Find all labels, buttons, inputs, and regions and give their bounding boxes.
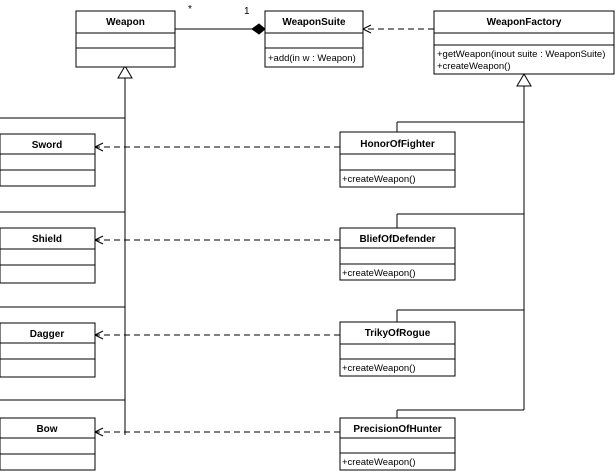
class-honor-of-fighter-op: +createWeapon() [342,174,416,185]
class-shield-name: Shield [32,234,62,245]
class-weapon-factory-op-2: +createWeapon() [437,61,511,72]
class-sword-name: Sword [32,140,63,151]
composition-diamond [251,23,266,35]
class-honor-of-fighter-name: HonorOfFighter [360,139,435,150]
class-precision-of-hunter[interactable]: PrecisionOfHunter +createWeapon() [339,417,456,471]
inheritance-triangle-factory [516,73,532,87]
inheritance-triangle-weapon [117,65,133,79]
class-weapon-suite-op: +add(in w : Weapon) [268,53,356,64]
class-weapon-factory-name: WeaponFactory [487,17,562,28]
class-blief-of-defender-name: BliefOfDefender [359,234,435,245]
class-dagger-name: Dagger [30,329,65,340]
class-weapon-name: Weapon [106,17,145,28]
class-honor-of-fighter[interactable]: HonorOfFighter +createWeapon() [339,131,456,188]
class-blief-of-defender-op: +createWeapon() [342,268,416,279]
class-precision-of-hunter-op: +createWeapon() [342,457,416,468]
class-shield[interactable]: Shield [0,227,96,284]
class-weapon[interactable]: Weapon [75,10,176,68]
class-dagger[interactable]: Dagger [0,322,96,378]
multiplicity-weapon-end: * [188,4,192,15]
class-precision-of-hunter-name: PrecisionOfHunter [353,424,441,435]
class-triky-of-rogue[interactable]: TrikyOfRogue +createWeapon() [339,321,456,377]
class-bow-name: Bow [36,424,57,435]
class-triky-of-rogue-name: TrikyOfRogue [365,328,431,339]
class-weapon-suite[interactable]: WeaponSuite +add(in w : Weapon) [264,10,364,68]
class-sword[interactable]: Sword [0,133,96,187]
class-weapon-factory[interactable]: WeaponFactory +getWeapon(inout suite : W… [433,10,615,75]
class-weapon-factory-op-1: +getWeapon(inout suite : WeaponSuite) [437,49,605,60]
multiplicity-suite-end: 1 [244,6,250,17]
class-triky-of-rogue-op: +createWeapon() [342,363,416,374]
class-bow[interactable]: Bow [0,417,96,471]
class-blief-of-defender[interactable]: BliefOfDefender +createWeapon() [339,227,456,281]
class-weapon-suite-name: WeaponSuite [282,17,346,28]
